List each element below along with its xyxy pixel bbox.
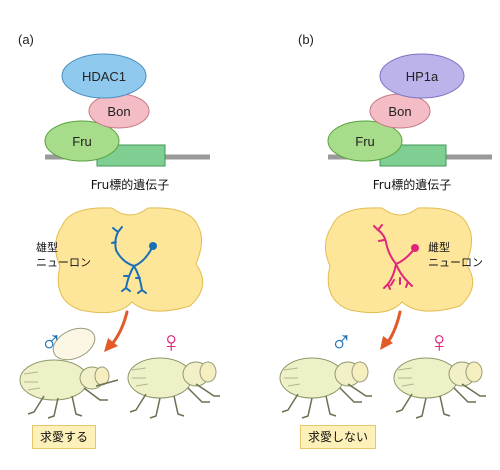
fly-female (127, 357, 220, 419)
male-symbol: ♂ (40, 326, 63, 359)
fru-protein (327, 120, 403, 162)
bon-label: Bon (107, 104, 130, 119)
gene-caption: Fru標的遺伝子 (90, 178, 170, 192)
fly-male-courting (19, 327, 119, 419)
panel-a: (a) Fru Bon HDAC1 (18, 32, 220, 449)
behavior-label: 求愛しない (300, 425, 377, 449)
female-symbol: ♀ (160, 326, 183, 359)
male-symbol: ♂ (330, 326, 353, 359)
panel-b-graphic: Fru Bon HP1a (279, 53, 492, 419)
neuron-type-label: 雄型 ニューロン (36, 240, 91, 270)
fly-female (393, 357, 486, 419)
gene-caption: Fru標的遺伝子 (372, 178, 452, 192)
neuron-type-line2: ニューロン (428, 256, 483, 269)
behavior-label: 求愛する (32, 425, 97, 449)
neuron-soma-dot (149, 242, 157, 250)
neuron-body (55, 207, 204, 314)
panel-b: (b) Fru Bon HP1a (250, 0, 500, 470)
arrow (380, 310, 402, 350)
neuron-type-line2: ニューロン (36, 256, 91, 269)
hdac1-protein (61, 53, 147, 99)
female-neuron (373, 224, 416, 290)
neuron-type-label: 雌型 ニューロン (428, 240, 483, 270)
fly-male (279, 357, 372, 419)
fru-protein (44, 120, 120, 162)
panel-label: (a) (18, 32, 34, 47)
neuron-type-line1: 雄型 (36, 241, 58, 254)
neuron-soma-dot (411, 244, 419, 252)
bon-label: Bon (388, 104, 411, 119)
fru-label: Fru (72, 134, 92, 149)
hdac1-label: HDAC1 (82, 69, 126, 84)
neuron-body (325, 207, 474, 314)
hp1a-label: HP1a (406, 69, 439, 84)
panel-a-graphic: Fru Bon HDAC1 (19, 53, 220, 419)
fru-label: Fru (355, 134, 375, 149)
male-neuron (111, 226, 154, 294)
panel-label: (b) (298, 32, 314, 47)
female-symbol: ♀ (428, 326, 451, 359)
neuron-type-line1: 雌型 (428, 241, 450, 254)
hp1a-protein (379, 53, 465, 99)
arrow (104, 310, 129, 352)
